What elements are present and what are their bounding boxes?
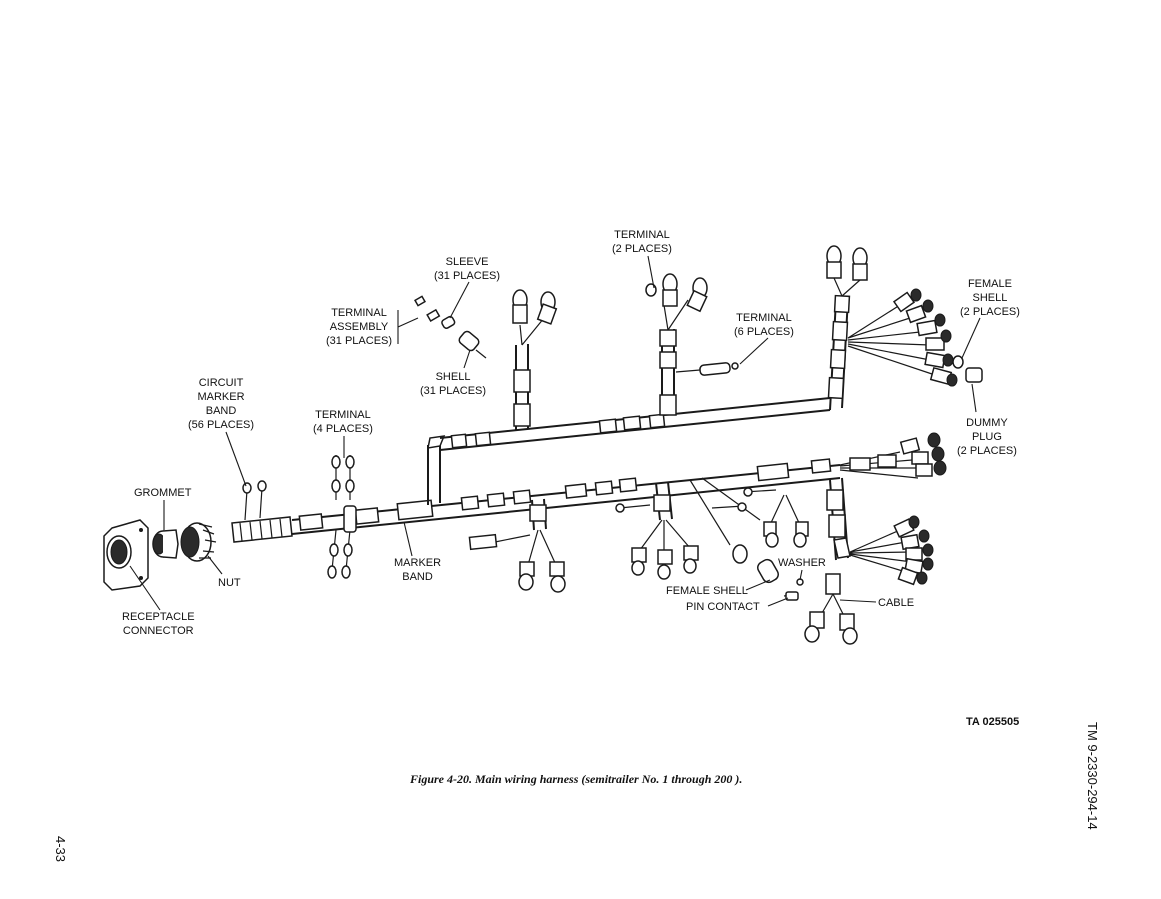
harness-trunk: [231, 294, 851, 595]
terminal-4-places-label: TERMINAL (4 PLACES): [313, 409, 373, 435]
grommet-label: GROMMET: [134, 487, 192, 499]
ta-code: TA 025505: [966, 716, 1020, 728]
connector-plugs: [468, 245, 983, 645]
grommet-part: [152, 529, 179, 559]
loose-parts: [242, 295, 739, 579]
terminal-2-places-label: TERMINAL (2 PLACES): [612, 229, 672, 255]
shell-label: SHELL (31 PLACES): [420, 371, 487, 397]
female-shell-2-places-label: FEMALE SHELL (2 PLACES): [960, 278, 1020, 318]
receptacle-connector-part: [103, 519, 149, 591]
marker-band-label: MARKER BAND: [394, 557, 442, 583]
pin-contact-label: PIN CONTACT: [686, 601, 760, 613]
nut-part: [180, 522, 217, 562]
terminal-6-places-label: TERMINAL (6 PLACES): [734, 312, 794, 338]
receptacle-connector-label: RECEPTACLE CONNECTOR: [122, 611, 195, 637]
terminal-assembly-label: TERMINAL ASSEMBLY (31 PLACES): [326, 307, 393, 347]
washer-label: WASHER: [778, 557, 826, 569]
sleeve-label: SLEEVE (31 PLACES): [434, 256, 501, 282]
nut-label: NUT: [218, 577, 241, 589]
figure-caption: Figure 4-20. Main wiring harness (semitr…: [410, 772, 743, 786]
dummy-plug-label: DUMMY PLUG (2 PLACES): [957, 417, 1017, 457]
female-shell-label: FEMALE SHELL: [666, 585, 748, 597]
circuit-marker-band-label: CIRCUIT MARKER BAND (56 PLACES): [188, 377, 255, 431]
cable-label: CABLE: [878, 597, 915, 609]
page-number: 4-33: [53, 836, 68, 863]
document-number: TM 9-2330-294-14: [1085, 722, 1100, 830]
leader-lines: [129, 255, 981, 611]
